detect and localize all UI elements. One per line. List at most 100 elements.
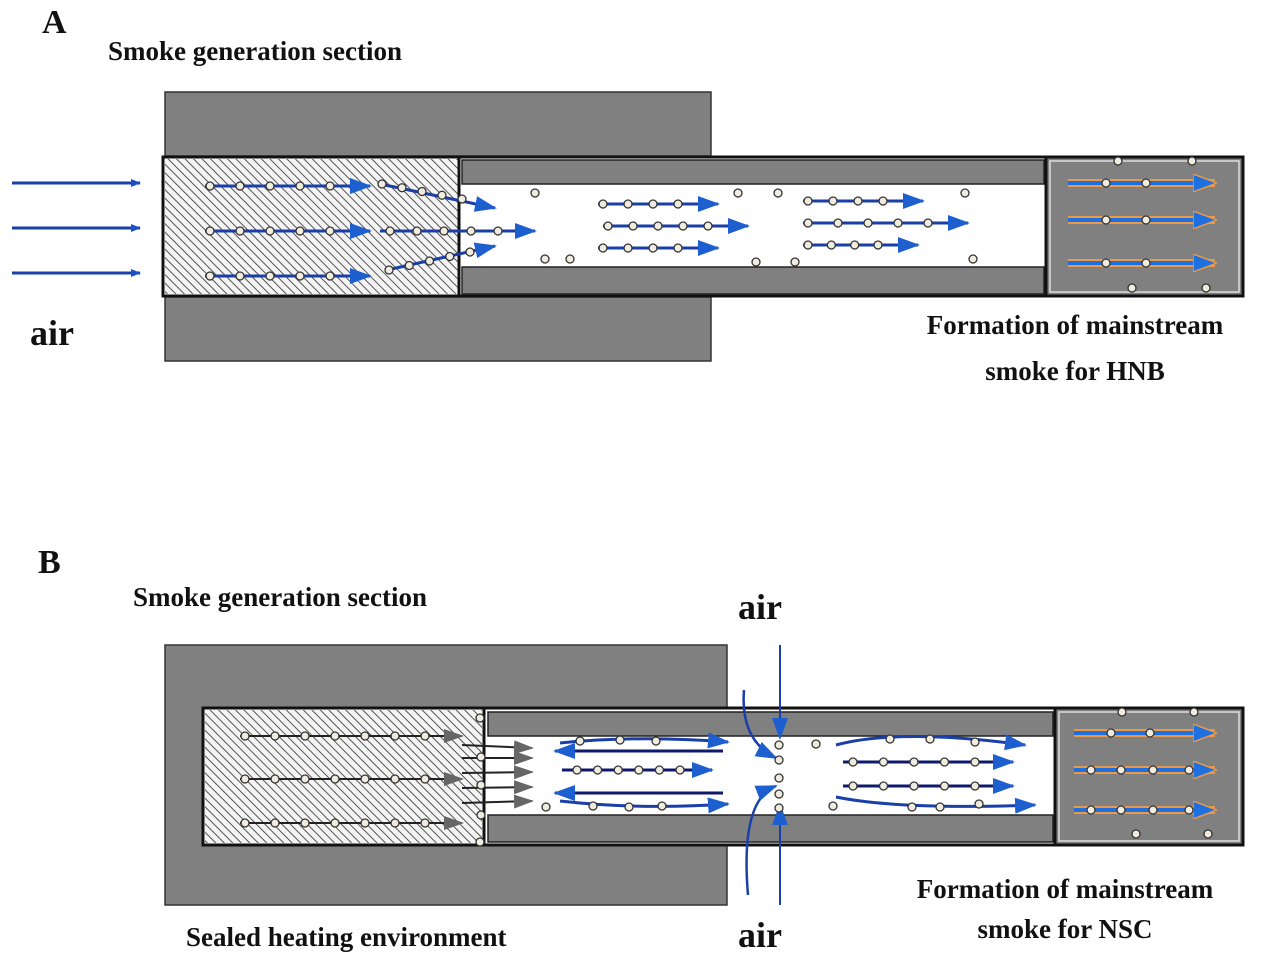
particle	[420, 818, 430, 828]
particle	[939, 757, 950, 767]
particle	[235, 181, 245, 191]
particle	[295, 226, 305, 236]
particle	[873, 240, 883, 250]
particle	[240, 774, 250, 784]
panel-b-diagram	[164, 644, 1245, 906]
filter-inner	[1049, 160, 1240, 293]
tube-wall-bottom	[461, 266, 1045, 295]
mixing-particle	[774, 773, 784, 783]
mixing-particle	[774, 755, 784, 765]
particle	[397, 183, 407, 193]
housing-top	[164, 91, 712, 157]
particle	[1116, 805, 1126, 815]
filter-particle	[1127, 283, 1137, 293]
particle	[673, 199, 683, 209]
particle	[909, 781, 919, 791]
exit-arrow	[461, 780, 534, 795]
particle	[572, 765, 582, 775]
exit-arrow	[461, 740, 534, 755]
particle	[205, 271, 215, 281]
particle	[925, 734, 935, 744]
tube-wall-bottom	[487, 814, 1054, 843]
stray-particle	[790, 257, 800, 267]
particle	[325, 271, 335, 281]
stray-particle	[960, 188, 970, 198]
particle	[853, 196, 863, 206]
particle	[1116, 765, 1126, 775]
stray-particle	[565, 254, 575, 264]
particle	[205, 181, 215, 191]
particle	[1101, 215, 1111, 225]
particle	[466, 226, 476, 236]
panel-a-letter: A	[42, 4, 67, 41]
particle	[270, 731, 280, 741]
mixing-particle	[774, 740, 784, 750]
particle	[377, 179, 387, 189]
particle	[1148, 805, 1158, 815]
exit-arrow	[461, 794, 534, 809]
particle	[1145, 728, 1155, 738]
particle	[970, 781, 980, 791]
panel-b-air-bottom-label: air	[738, 915, 782, 955]
particle	[624, 802, 634, 812]
particle	[592, 765, 603, 775]
particle	[325, 181, 335, 191]
particle	[833, 218, 843, 228]
panel-a-air-label: air	[30, 313, 74, 353]
particle	[654, 765, 665, 775]
particle	[541, 802, 551, 812]
particle	[1141, 215, 1151, 225]
downstream-arrow	[835, 734, 1027, 751]
particle	[598, 243, 608, 253]
panel-b-enclosure-label: Sealed heating environment	[186, 922, 507, 952]
air-inlet-curve-top	[742, 689, 778, 760]
particle	[634, 765, 644, 775]
particle	[588, 801, 598, 811]
mixing-particle	[774, 803, 784, 813]
particle	[848, 781, 858, 791]
particle	[265, 271, 275, 281]
particle	[615, 735, 625, 745]
particle	[412, 226, 422, 236]
stray-particle	[968, 254, 978, 264]
particle	[300, 731, 310, 741]
particle	[445, 251, 455, 262]
particle	[603, 221, 613, 231]
particle	[803, 196, 813, 206]
particle	[935, 802, 945, 812]
wall-particle	[476, 780, 486, 790]
tube-wall-top	[487, 711, 1054, 737]
particle	[909, 757, 919, 767]
filter-particle	[1189, 707, 1199, 717]
wall-particle	[476, 752, 486, 762]
particle	[598, 199, 608, 209]
particle	[828, 801, 838, 811]
filter-particle	[1113, 156, 1123, 166]
stray-particle	[733, 188, 743, 198]
panel-b-letter: B	[38, 544, 61, 581]
particle	[575, 736, 585, 746]
particle	[651, 736, 661, 746]
mixing-particle	[774, 789, 784, 799]
particle	[878, 757, 889, 767]
particle	[300, 818, 310, 828]
particle	[390, 818, 400, 828]
particle	[675, 765, 685, 775]
particle	[235, 226, 245, 236]
filter-particle	[1117, 707, 1127, 717]
particle	[360, 774, 370, 784]
particle	[1101, 178, 1111, 188]
particle	[240, 818, 250, 828]
panel-a-section-title: Smoke generation section	[108, 36, 402, 66]
particle	[417, 186, 427, 197]
wall-particle	[476, 810, 486, 820]
wall-particle	[475, 713, 485, 723]
tobacco-section	[205, 710, 482, 843]
panel-a-outcome-line1: Formation of mainstream	[926, 310, 1224, 340]
particle	[420, 774, 430, 784]
particle	[439, 226, 449, 236]
particle	[863, 218, 873, 228]
particle	[703, 221, 713, 231]
particle	[648, 199, 658, 209]
